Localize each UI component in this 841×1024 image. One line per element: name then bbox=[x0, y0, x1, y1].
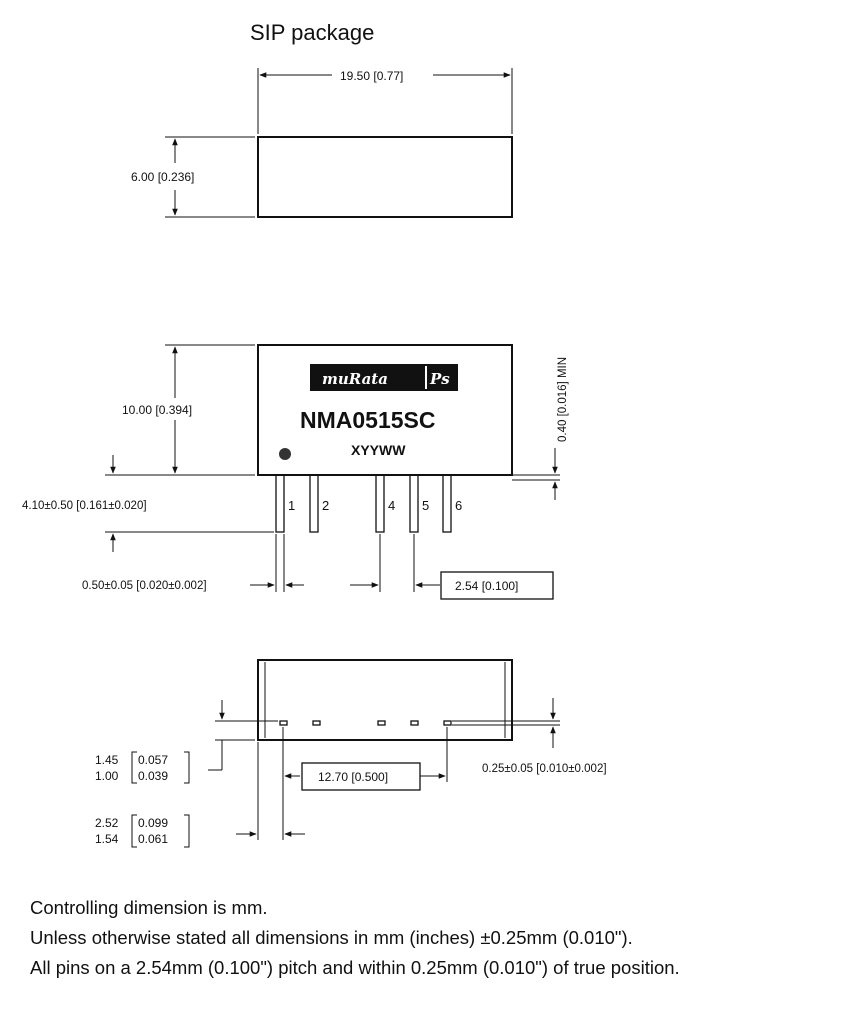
standoff-dim: 0.40 [0.016] MIN bbox=[557, 357, 569, 442]
pin-6 bbox=[442, 474, 452, 533]
pin-label-4: 4 bbox=[388, 498, 395, 513]
pin1-indicator bbox=[279, 448, 291, 460]
pin-label-1: 1 bbox=[288, 498, 295, 513]
offset-b-inch-max: 0.099 bbox=[138, 816, 168, 830]
part-number: NMA0515SC bbox=[300, 407, 436, 433]
pin-1 bbox=[275, 474, 285, 533]
offset-b-min: 1.54 bbox=[95, 832, 119, 846]
pin-4 bbox=[375, 474, 385, 533]
pins bbox=[275, 474, 452, 533]
pin-thickness-dim: 0.25±0.05 [0.010±0.002] bbox=[482, 763, 607, 775]
span-dim-box bbox=[301, 762, 421, 791]
offset-b-inch-min: 0.061 bbox=[138, 832, 168, 846]
brand-suffix: Ps bbox=[429, 370, 450, 388]
pin-label-2: 2 bbox=[322, 498, 329, 513]
pin-width-dim: 0.50±0.05 [0.020±0.002] bbox=[82, 580, 207, 592]
pin-5 bbox=[409, 474, 419, 533]
pitch-dim-box bbox=[440, 571, 554, 600]
notes: Controlling dimension is mm. Unless othe… bbox=[30, 893, 830, 983]
side-view: muRata Ps NMA0515SC XYYWW 1 2 4 5 6 10.0… bbox=[22, 344, 569, 600]
offset-a-min: 1.00 bbox=[95, 769, 119, 783]
pin-2 bbox=[309, 474, 319, 533]
height-dim: 10.00 [0.394] bbox=[122, 403, 192, 417]
bottom-view-body bbox=[257, 659, 513, 741]
date-code: XYYWW bbox=[351, 442, 406, 458]
offset-a-inch-min: 0.039 bbox=[138, 769, 168, 783]
top-view-body bbox=[257, 136, 513, 218]
pin-section-1 bbox=[279, 720, 288, 726]
top-width-dim: 6.00 [0.236] bbox=[131, 170, 194, 184]
pitch-dim: 2.54 [0.100] bbox=[455, 579, 518, 593]
top-length-dim: 19.50 [0.77] bbox=[340, 69, 403, 83]
pin-label-6: 6 bbox=[455, 498, 462, 513]
offset-b-max: 2.52 bbox=[95, 816, 119, 830]
pin-section-5 bbox=[410, 720, 419, 726]
pin-length-dim: 4.10±0.50 [0.161±0.020] bbox=[22, 500, 147, 512]
drawing-title: SIP package bbox=[250, 20, 374, 45]
span-dim: 12.70 [0.500] bbox=[318, 770, 388, 784]
side-view-body bbox=[257, 344, 513, 476]
offset-a-max: 1.45 bbox=[95, 753, 119, 767]
note-tolerance: Unless otherwise stated all dimensions i… bbox=[30, 927, 633, 948]
note-pin-pitch: All pins on a 2.54mm (0.100") pitch and … bbox=[30, 957, 680, 978]
pin-section-4 bbox=[377, 720, 386, 726]
brand-name: muRata bbox=[322, 370, 388, 388]
bottom-view: 1.45 1.00 0.057 0.039 2.52 1.54 0.099 0.… bbox=[95, 659, 607, 848]
pin-section-6 bbox=[443, 720, 452, 726]
offset-a-inch-max: 0.057 bbox=[138, 753, 168, 767]
pin-label-5: 5 bbox=[422, 498, 429, 513]
pin-section-2 bbox=[312, 720, 321, 726]
murata-logo: muRata Ps bbox=[310, 364, 458, 391]
note-controlling-dimension: Controlling dimension is mm. bbox=[30, 897, 268, 918]
top-view: 19.50 [0.77] 6.00 [0.236] bbox=[131, 68, 513, 218]
